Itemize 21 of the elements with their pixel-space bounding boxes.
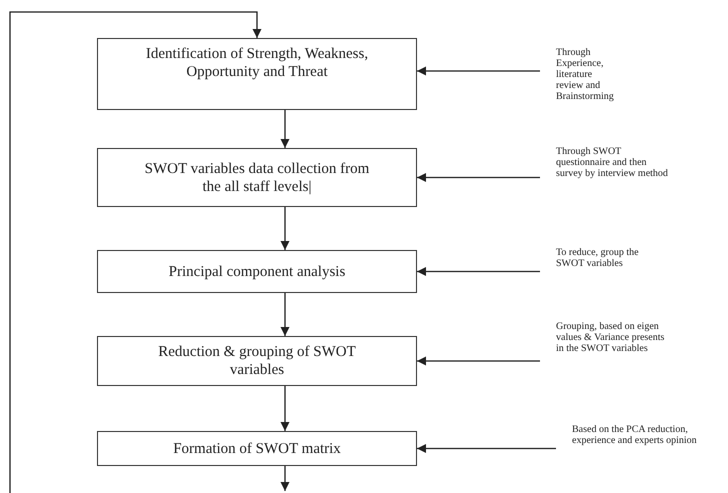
process-box: Reduction & grouping of SWOT variables (97, 336, 417, 386)
arrow (280, 110, 290, 148)
arrow (280, 386, 290, 431)
note-text: Through Experience, literature review and Brainstorming (556, 47, 620, 102)
process-box: Formation of SWOT matrix (97, 431, 417, 466)
arrow (9, 11, 262, 493)
arrow (280, 207, 290, 250)
note-text: Grouping, based on eigen values & Variance presents in the SWOT variables (556, 321, 668, 354)
arrow (417, 172, 540, 182)
process-box: Identification of Strength, Weakness, Opportunity and Threat (97, 38, 417, 110)
note-text: Based on the PCA reduction, experience and experts opinion (572, 424, 728, 446)
arrow (417, 444, 556, 454)
arrow (417, 66, 540, 76)
arrow (280, 466, 290, 491)
note-text: To reduce, group the SWOT variables (556, 247, 656, 269)
process-box: SWOT variables data collection from the all staff levels| (97, 148, 417, 207)
process-box: Principal component analysis (97, 250, 417, 293)
note-text: Through SWOT questionnaire and then survey by interview method (556, 146, 674, 179)
arrow (417, 356, 540, 366)
arrow (417, 266, 540, 276)
arrow (280, 293, 290, 336)
